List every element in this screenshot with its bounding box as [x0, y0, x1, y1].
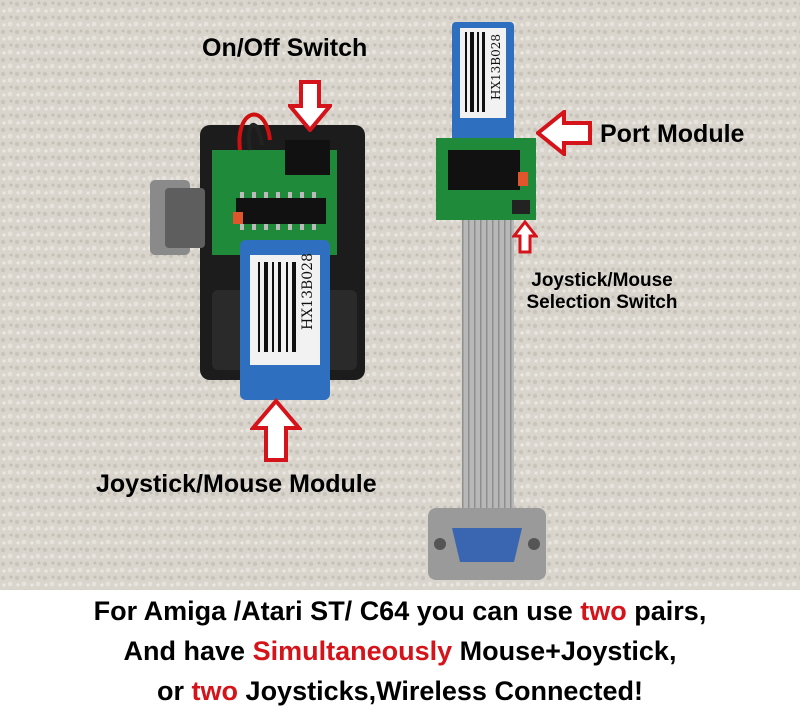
module-id-left: HX13B028	[300, 253, 316, 330]
chip-right	[448, 150, 520, 190]
product-photo: HX13B028 HX13B028	[0, 0, 800, 590]
photo-drawing: HX13B028 HX13B028	[0, 0, 800, 590]
ribbon-cable	[462, 210, 514, 510]
selection-switch	[512, 200, 530, 214]
on-off-switch	[285, 140, 330, 175]
chip-left	[236, 198, 326, 224]
caption-line-3: or two Joysticks,Wireless Connected!	[157, 676, 643, 706]
caption-line-2: And have Simultaneously Mouse+Joystick,	[123, 636, 677, 666]
foam-background	[0, 0, 800, 590]
port-module-label: Port Module	[600, 120, 745, 148]
left-arrow-icon	[536, 110, 592, 156]
joystick-mouse-device: HX13B028	[150, 112, 365, 400]
up-arrow-icon	[250, 398, 302, 462]
up-arrow-icon	[512, 220, 538, 254]
down-arrow-icon	[288, 80, 332, 132]
selection-switch-label: Joystick/Mouse Selection Switch	[526, 270, 678, 313]
joystick-mouse-module-label: Joystick/Mouse Module	[96, 470, 377, 498]
caption-line-1: For Amiga /Atari ST/ C64 you can use two…	[93, 596, 707, 626]
module-id-right: HX13B028	[489, 34, 503, 100]
port-module-device: HX13B028	[428, 22, 546, 580]
caption: For Amiga /Atari ST/ C64 you can use two…	[0, 590, 800, 725]
on-off-switch-label: On/Off Switch	[202, 34, 368, 62]
